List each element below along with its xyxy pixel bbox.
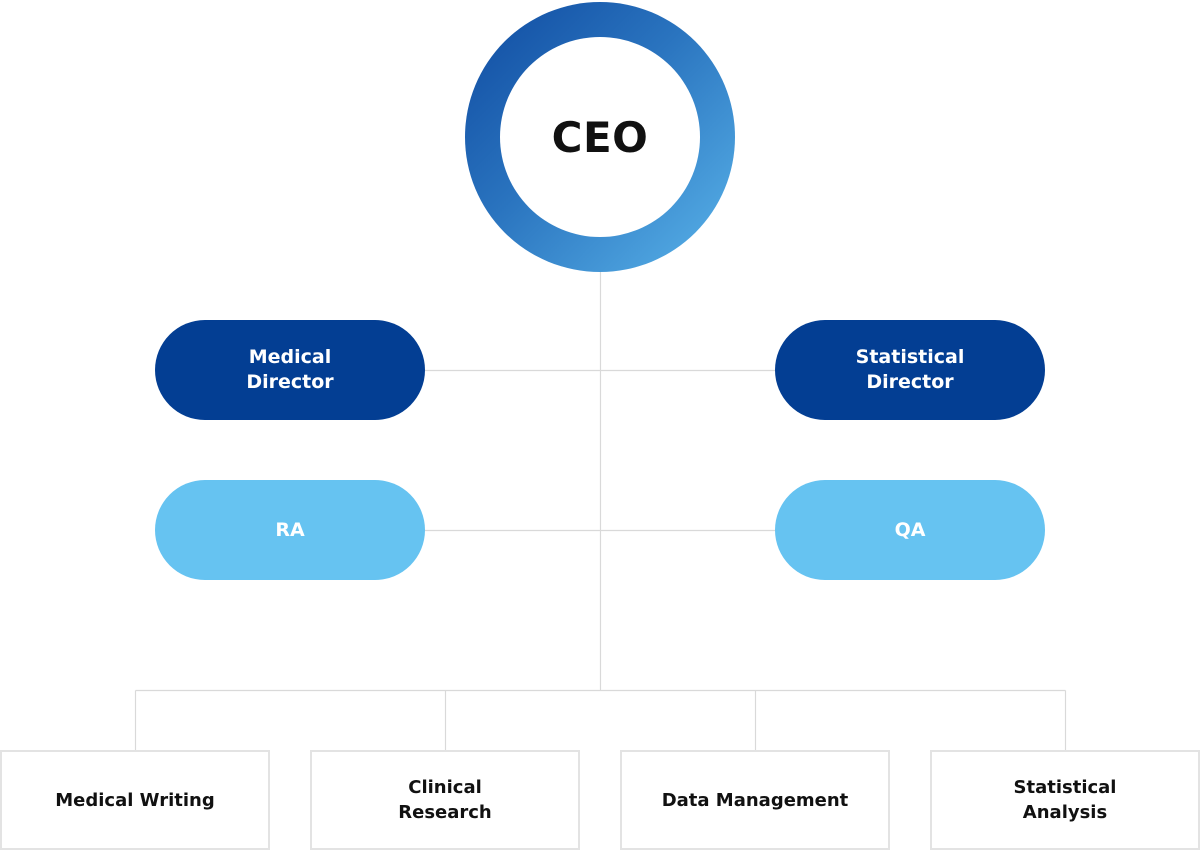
medical-director-label: Medical Director bbox=[246, 346, 334, 393]
medical-director-node: Medical Director bbox=[155, 320, 425, 420]
qa-node: QA bbox=[775, 480, 1045, 580]
statistical-director-label: Statistical Director bbox=[855, 346, 965, 393]
department-label: Data Management bbox=[661, 789, 849, 811]
statistical-director-node: Statistical Director bbox=[775, 320, 1045, 420]
ra-node: RA bbox=[155, 480, 425, 580]
ceo-label: CEO bbox=[551, 112, 649, 162]
department-label: Medical Writing bbox=[55, 789, 215, 811]
ceo-node: CEO bbox=[465, 2, 735, 272]
department-box-data-management: Data Management bbox=[620, 750, 890, 850]
department-box-statistical-analysis: Statistical Analysis bbox=[930, 750, 1200, 850]
department-label: Clinical Research bbox=[398, 777, 492, 823]
ceo-inner-circle: CEO bbox=[500, 37, 700, 237]
qa-label: QA bbox=[894, 518, 926, 541]
department-label: Statistical Analysis bbox=[1013, 777, 1117, 823]
department-box-clinical-research: Clinical Research bbox=[310, 750, 580, 850]
ra-label: RA bbox=[275, 518, 305, 541]
department-box-medical-writing: Medical Writing bbox=[0, 750, 270, 850]
